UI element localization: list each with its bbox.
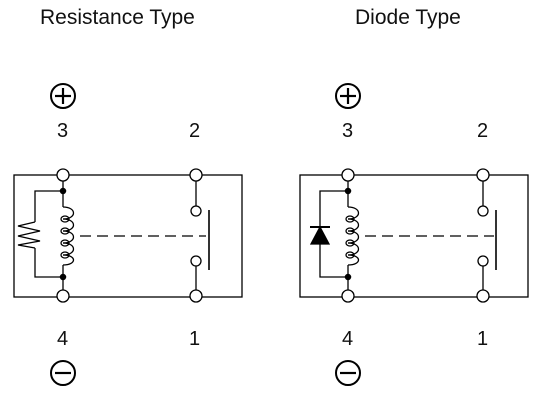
coil-icon [60,206,75,266]
res-terminal-1 [189,289,203,303]
negative-terminal-icon [50,360,76,386]
relay-housing [13,174,243,298]
diode-type-title: Diode Type [355,6,461,29]
res-terminal-4 [56,289,70,303]
diode-pin-3-label: 3 [342,120,354,142]
diode-pin-4-label: 4 [342,328,354,350]
res-terminal-3 [56,168,70,182]
negative-terminal-icon [335,360,361,386]
resistance-type-diagram [13,83,243,386]
diode-icon [309,225,331,245]
diode-terminal-1 [476,289,490,303]
relay-housing [299,174,529,298]
res-terminal-2 [189,168,203,182]
diode-pin-2-label: 2 [477,120,489,142]
resistor-icon [17,221,41,249]
switch-contact-icon [477,181,497,290]
diode-terminal-3 [341,168,355,182]
resistance-type-title: Resistance Type [40,6,195,29]
diode-terminal-4 [341,289,355,303]
res-pin-4-label: 4 [57,328,69,350]
diode-pin-1-label: 1 [477,328,489,350]
diode-type-diagram [299,83,529,386]
diode-terminal-2 [476,168,490,182]
res-pin-2-label: 2 [189,120,201,142]
switch-contact-icon [190,181,210,290]
positive-terminal-icon [335,83,361,109]
res-pin-3-label: 3 [57,120,69,142]
coil-icon [345,206,360,266]
positive-terminal-icon [50,83,76,109]
res-pin-1-label: 1 [189,328,201,350]
